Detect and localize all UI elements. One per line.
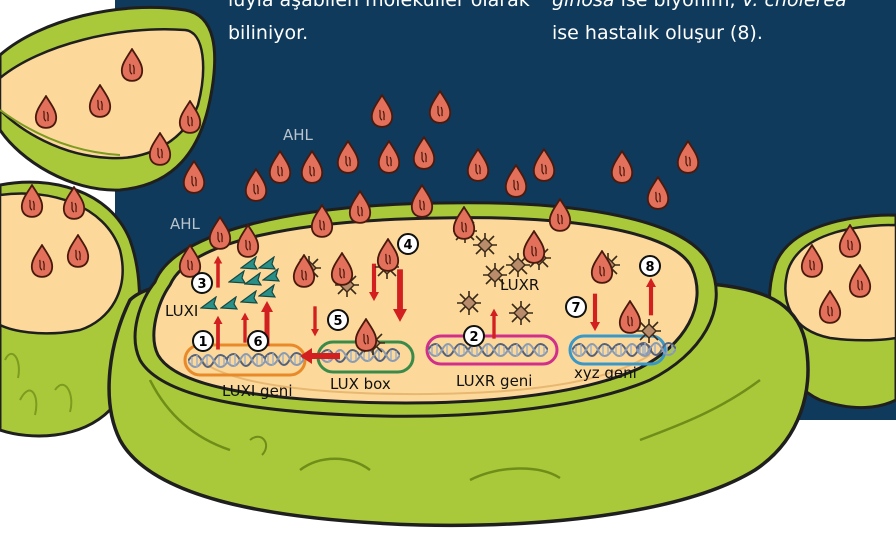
- svg-text:6: 6: [253, 335, 262, 350]
- ahl-label-left: AHL: [170, 215, 201, 233]
- ahl-label-top: AHL: [283, 126, 314, 144]
- svg-text:3: 3: [197, 277, 206, 292]
- luxr-gene-label: LUXR geni: [456, 372, 532, 390]
- luxr-protein-icon: [473, 233, 497, 257]
- header-right-line2: ise hastalık oluşur (8).: [552, 20, 763, 46]
- svg-text:2: 2: [469, 330, 478, 345]
- header-left-line1: luyla aşabilen moleküller olarak: [228, 0, 530, 13]
- luxr-protein-icon: [457, 291, 481, 315]
- step-2: 2: [464, 326, 484, 346]
- step-3: 3: [192, 273, 212, 293]
- svg-text:7: 7: [571, 301, 580, 316]
- header-right-rest: ise biyofilm,: [615, 0, 742, 11]
- svg-text:1: 1: [198, 335, 207, 350]
- step-1: 1: [193, 331, 213, 351]
- header-right-line1: ginosa ise biyofilm, V. cholerea: [552, 0, 847, 13]
- svg-text:5: 5: [333, 314, 342, 329]
- xyz-gene-label: xyz geni: [574, 364, 637, 382]
- step-6: 6: [248, 331, 268, 351]
- header-right-italic2: V. cholerea: [742, 0, 847, 11]
- svg-text:8: 8: [645, 260, 654, 275]
- step-8: 8: [640, 256, 660, 276]
- step-7: 7: [566, 297, 586, 317]
- header-right-italic: ginosa: [552, 0, 615, 11]
- step-5: 5: [328, 310, 348, 330]
- header-left-line2: biliniyor.: [228, 20, 308, 46]
- step-4: 4: [398, 234, 418, 254]
- luxr-protein-icon: [509, 301, 533, 325]
- svg-text:4: 4: [403, 238, 412, 253]
- luxi-gene-label: LUXI geni: [222, 382, 292, 400]
- luxi-label: LUXI: [165, 302, 198, 320]
- luxr-label: LUXR: [500, 276, 539, 294]
- lux-box-label: LUX box: [330, 375, 391, 393]
